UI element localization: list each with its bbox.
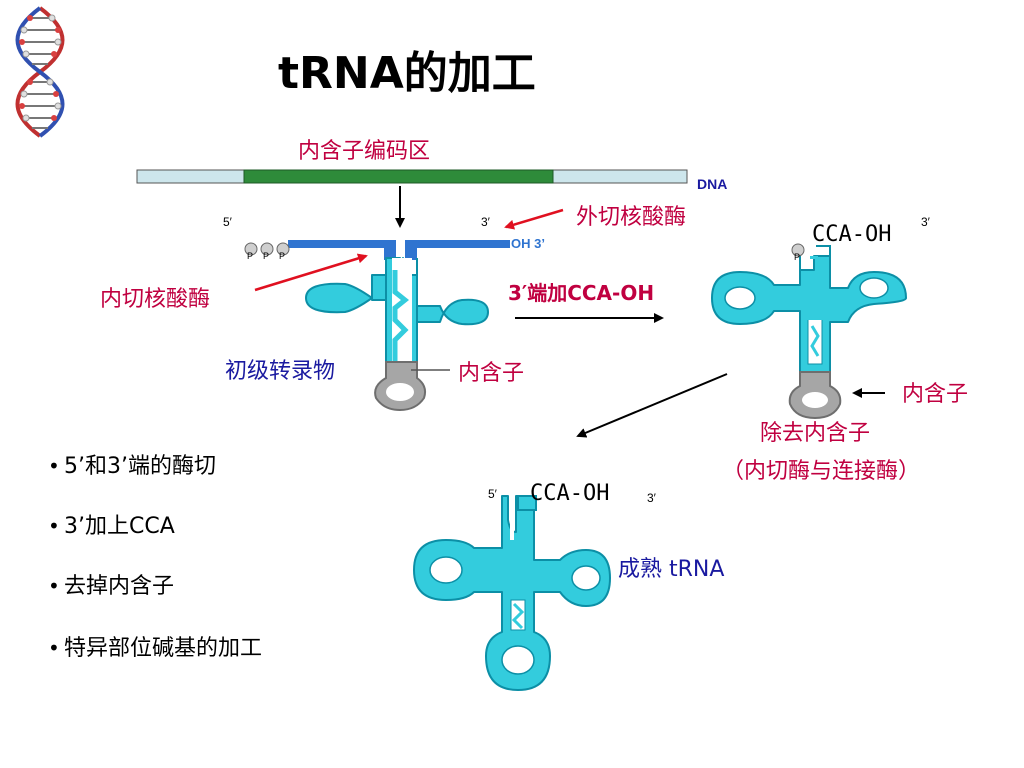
bullet-list: • 5’和3’端的酶切 • 3’加上CCA • 去掉内含子 • 特异部位碱基的加… [48,454,262,661]
enzyme-label: （内切酶与连接酶） [722,459,920,484]
phosphate-1 [244,242,258,256]
bullet-dot: • [48,574,60,598]
dna-bar [136,169,688,184]
intermediate-3-prime-label: 3′ [921,215,931,229]
primary-intron-label: 内含子 [458,361,524,386]
phosphate-label-3: P [279,251,285,261]
mature-trna-label: 成熟 tRNA [618,557,724,582]
primary-transcript [244,240,510,412]
dna-intron-coding-region [243,169,554,184]
mature-cca-label: CCA-OH [530,481,609,506]
step1-label: 3′端加CCA-OH [508,281,654,305]
phosphate-label-2: P [263,251,269,261]
primary-oh-label: OH 3’ [511,236,545,251]
remove-intron-label: 除去内含子 [760,421,870,446]
intron-coding-region-label: 内含子编码区 [298,139,430,164]
exonuclease-arrow [504,208,564,230]
bullet-item-1: 5’和3’端的酶切 [64,454,216,479]
primary-3-trailer [405,240,510,248]
exonuclease-label: 外切核酸酶 [576,205,686,230]
bullet-item-2: 3’加上CCA [64,514,175,539]
endonuclease-label: 内切核酸酶 [100,287,210,312]
mature-3-prime-label: 3′ [647,491,657,505]
primary-5-leader [288,240,396,248]
dna-helix-icon [15,6,65,138]
bullet-item-4: 特异部位碱基的加工 [64,636,262,661]
bullet-dot: • [48,514,60,538]
mature-trna [413,495,611,691]
bullet-item-3: 去掉内含子 [64,574,174,599]
bullet-dot: • [48,454,60,478]
intermediate-phosphate-label: P [794,252,800,262]
phosphate-3 [276,242,290,256]
step2-arrow [576,373,728,438]
mature-5-prime-label: 5′ [488,487,498,501]
intermediate-intron-label: 内含子 [902,382,968,407]
bullet-dot: • [48,636,60,660]
primary-5-prime-label: 5′ [223,215,233,229]
phosphate-label-1: P [247,251,253,261]
intermediate-trna [711,243,907,420]
phosphate-2 [260,242,274,256]
page-title: tRNA的加工 [278,48,536,99]
primary-3-prime-label: 3′ [481,215,491,229]
endonuclease-arrow [254,253,368,292]
primary-transcript-label: 初级转录物 [225,359,335,384]
intermediate-cca-label: CCA-OH [812,222,891,247]
dna-label: DNA [697,176,727,192]
intermediate-phosphate [791,243,805,257]
